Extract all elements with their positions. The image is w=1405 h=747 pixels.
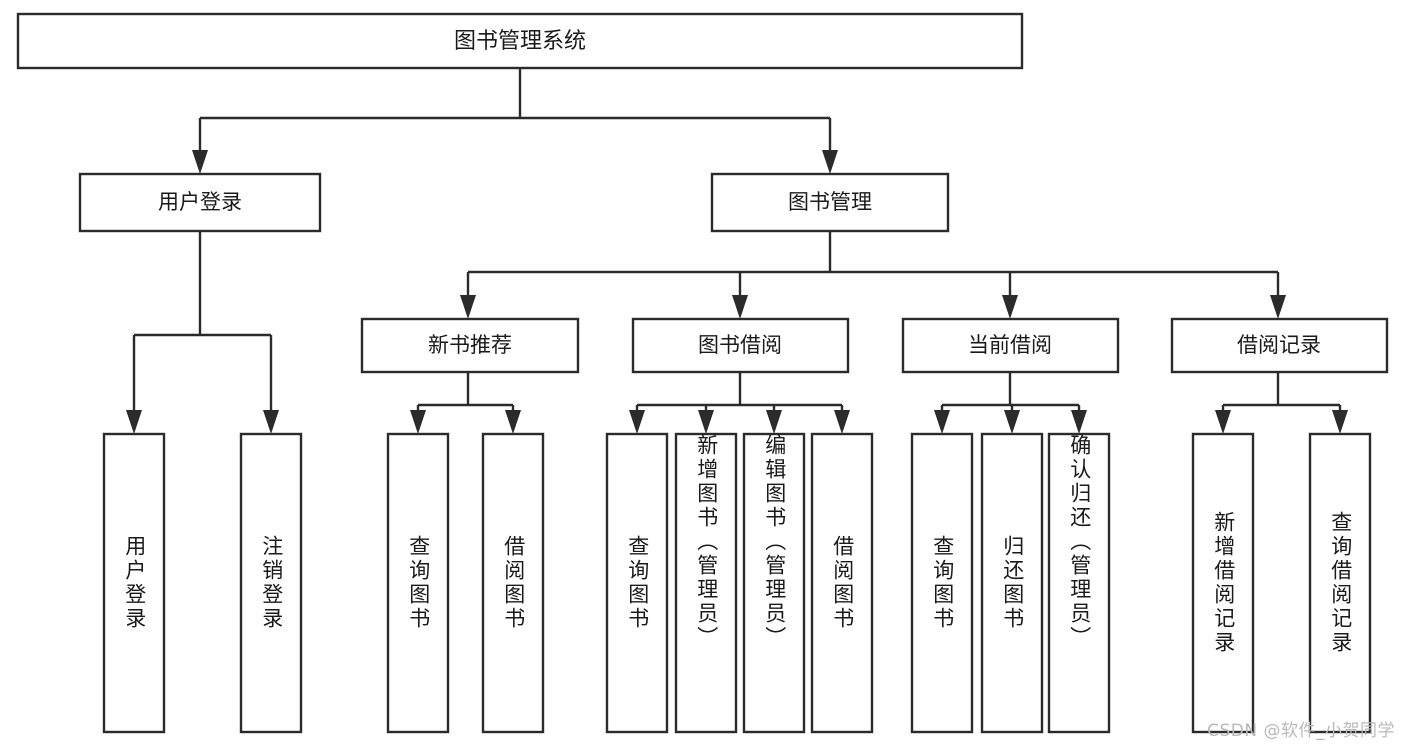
node-borrow-record-label: 借阅记录 <box>1237 333 1321 357</box>
arrow-head-ul-0 <box>126 410 142 434</box>
leaf-box-new-book-0[interactable] <box>386 432 450 734</box>
node-book-borrow-box[interactable] <box>631 317 850 374</box>
arrow-head-cb-2 <box>1071 410 1087 434</box>
arrow-head-book-mgmt <box>822 150 838 174</box>
connector-current-borrow-to-leaves <box>934 372 1087 434</box>
connector-root-to-level2 <box>192 68 838 174</box>
leaf-box-book-borrow-3[interactable] <box>810 432 874 734</box>
arrow-head-l3-2 <box>1002 295 1018 319</box>
leaf-box-current-borrow-0[interactable] <box>910 432 974 734</box>
connector-book-mgmt-to-level3 <box>460 231 1286 319</box>
node-new-book-recommend[interactable]: 新书推荐 <box>360 317 580 374</box>
leaf-box-book-borrow-1[interactable] <box>674 432 738 734</box>
node-book-management[interactable]: 图书管理 <box>710 172 950 233</box>
connector-borrow-record-to-leaves <box>1215 372 1348 434</box>
leaf-box-user-login-0[interactable] <box>102 432 166 734</box>
node-user-login-label: 用户登录 <box>158 190 242 214</box>
arrow-head-l3-1 <box>732 295 748 319</box>
leaf-box-borrow-record-1[interactable] <box>1308 432 1372 734</box>
arrow-head-l3-0 <box>460 295 476 319</box>
arrow-head-bb-1 <box>698 410 714 434</box>
node-current-borrow-box[interactable] <box>901 317 1120 374</box>
arrow-head-bb-2 <box>766 410 782 434</box>
leaf-box-user-login-1[interactable] <box>239 432 303 734</box>
arrow-head-cb-1 <box>1004 410 1020 434</box>
arrow-head-nb-1 <box>505 410 521 434</box>
node-user-login-box[interactable] <box>78 172 322 233</box>
connector-book-borrow-to-leaves <box>629 372 850 434</box>
arrow-head-cb-0 <box>934 410 950 434</box>
connector-new-book-to-leaves <box>410 372 521 434</box>
leaf-box-borrow-record-0[interactable] <box>1191 432 1255 734</box>
node-root[interactable]: 图书管理系统 <box>16 12 1024 70</box>
arrow-head-br-1 <box>1332 410 1348 434</box>
node-book-management-label: 图书管理 <box>788 190 872 214</box>
watermark-text: CSDN @软件_小贺同学 <box>1207 721 1395 741</box>
leaf-box-current-borrow-2[interactable] <box>1047 432 1111 734</box>
connector-user-login-to-leaves <box>126 231 279 434</box>
leaf-box-book-borrow-2[interactable] <box>742 432 806 734</box>
node-root-label: 图书管理系统 <box>454 29 586 54</box>
arrow-head-ul-1 <box>263 410 279 434</box>
arrow-head-nb-0 <box>410 410 426 434</box>
node-current-borrow-label: 当前借阅 <box>968 333 1052 357</box>
node-new-book-recommend-label: 新书推荐 <box>428 333 512 357</box>
node-current-borrow[interactable]: 当前借阅 <box>901 317 1120 374</box>
node-book-management-box[interactable] <box>710 172 950 233</box>
node-user-login[interactable]: 用户登录 <box>78 172 322 233</box>
node-root-box[interactable] <box>16 12 1024 70</box>
arrow-head-user-login <box>192 150 208 174</box>
node-book-borrow-label: 图书借阅 <box>698 333 782 357</box>
arrow-head-l3-3 <box>1270 295 1286 319</box>
node-new-book-recommend-box[interactable] <box>360 317 580 374</box>
node-borrow-record[interactable]: 借阅记录 <box>1170 317 1389 374</box>
leaf-box-new-book-1[interactable] <box>481 432 545 734</box>
leaf-box-current-borrow-1[interactable] <box>980 432 1044 734</box>
leaf-box-book-borrow-0[interactable] <box>605 432 669 734</box>
arrow-head-br-0 <box>1215 410 1231 434</box>
node-borrow-record-box[interactable] <box>1170 317 1389 374</box>
arrow-head-bb-0 <box>629 410 645 434</box>
arrow-head-bb-3 <box>834 410 850 434</box>
node-book-borrow[interactable]: 图书借阅 <box>631 317 850 374</box>
